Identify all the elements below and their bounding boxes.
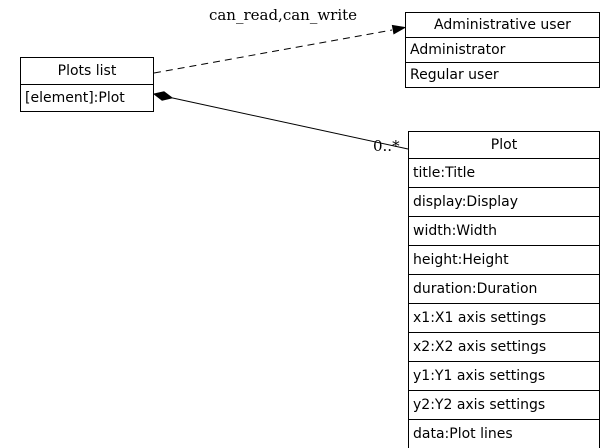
class-attribute-x1: x1:X1 axis settings: [409, 303, 599, 332]
dependency-edge-dashed-line: [153, 29, 393, 74]
composition-diamond: [152, 91, 174, 101]
dependency-arrowhead: [391, 24, 407, 35]
class-attribute-element: [element]:Plot: [21, 84, 153, 111]
class-box-plot: Plot title:Title display:Display width:W…: [408, 131, 600, 448]
class-attribute-duration: duration:Duration: [409, 274, 599, 303]
class-attribute-height: height:Height: [409, 245, 599, 274]
class-title-plots-list: Plots list: [57, 63, 117, 79]
class-attribute-data: data:Plot lines: [409, 419, 599, 448]
dependency-edge-label: can_read,can_write: [208, 6, 358, 24]
class-attribute-display: display:Display: [409, 187, 599, 216]
class-box-administrative-user: Administrative user Administrator Regula…: [405, 12, 600, 88]
class-attribute-x2: x2:X2 axis settings: [409, 332, 599, 361]
class-title-administrative-user: Administrative user: [434, 17, 571, 33]
class-row-administrator: Administrator: [406, 37, 599, 62]
class-attribute-title: title:Title: [409, 158, 599, 187]
class-attribute-y1: y1:Y1 axis settings: [409, 361, 599, 390]
class-box-plots-list: Plots list [element]:Plot: [20, 57, 154, 112]
class-row-regular-user: Regular user: [406, 62, 599, 87]
multiplicity-label: 0..*: [373, 137, 400, 155]
class-attribute-width: width:Width: [409, 216, 599, 245]
class-title-plot: Plot: [490, 137, 518, 153]
class-attribute-y2: y2:Y2 axis settings: [409, 390, 599, 419]
